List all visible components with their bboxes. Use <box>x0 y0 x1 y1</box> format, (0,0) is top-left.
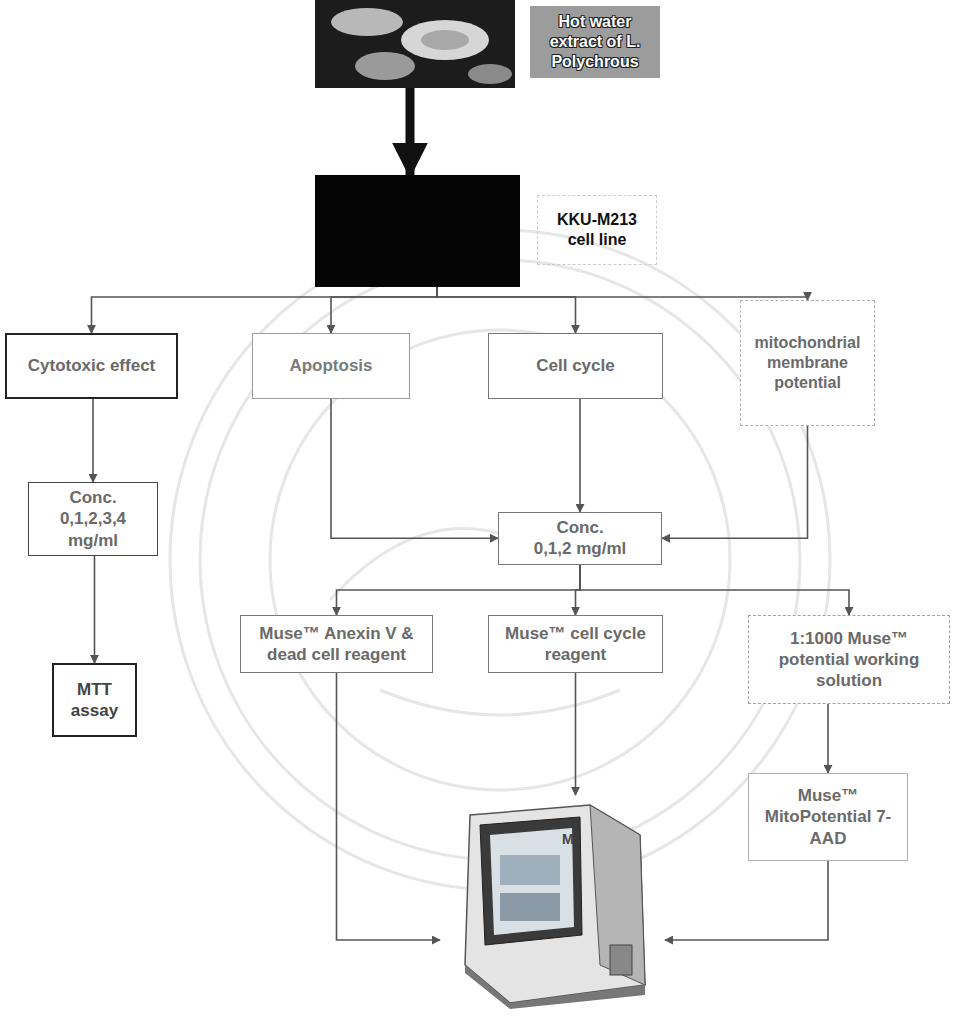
node-text: 1:1000 Muse™ potential working solution <box>756 628 942 692</box>
node-text: M <box>562 831 574 849</box>
node-text: 0,1,2 mg/ml <box>534 538 627 559</box>
process-box: mitochondrial membrane potential <box>740 300 875 426</box>
concentration-box: Conc.0,1,2,3,4 mg/ml <box>28 482 158 556</box>
flow-arrow <box>331 287 437 333</box>
node-text: Muse™ cell cycle reagent <box>496 623 655 666</box>
process-box: Cytotoxic effect <box>5 333 178 399</box>
flow-arrow <box>437 287 576 333</box>
node-text: Muse™ Anexin V & dead cell reagent <box>248 623 425 666</box>
node-text: Cytotoxic effect <box>28 355 156 376</box>
flow-arrow <box>662 426 808 538</box>
flow-arrow <box>92 399 94 482</box>
node-text: KKU-M213 cell line <box>537 195 657 265</box>
process-box: Cell cycle <box>488 333 663 399</box>
machine-node: M <box>440 795 665 1010</box>
flow-arrow <box>437 287 808 300</box>
flow-arrow <box>575 673 577 795</box>
flow-arrow <box>92 287 438 333</box>
node-text: Conc. <box>69 487 116 508</box>
muse-analyzer-illustration <box>440 795 665 1010</box>
node-text: Cell cycle <box>536 355 614 376</box>
reagent-box: Muse™ Anexin V & dead cell reagent <box>240 615 433 673</box>
node-text: Muse™ MitoPotential 7-AAD <box>756 785 900 849</box>
thick-arrow <box>406 88 415 175</box>
photo-node: Hot water extract of L. Polychrous <box>315 0 665 88</box>
flow-arrow <box>94 556 96 663</box>
reagent-box: Muse™ cell cycle reagent <box>488 615 663 673</box>
cell-image <box>315 175 520 287</box>
cells-node: KKU-M213 cell line <box>315 175 663 287</box>
node-text: mitochondrial membrane potential <box>748 333 867 393</box>
flow-arrow <box>337 565 581 616</box>
flow-arrow <box>665 861 828 940</box>
concentration-box: Conc.0,1,2 mg/ml <box>498 512 662 565</box>
mushroom-photo <box>315 0 515 88</box>
reagent-box: 1:1000 Muse™ potential working solution <box>748 615 950 704</box>
node-text: Conc. <box>556 517 603 538</box>
flow-arrow <box>337 673 441 940</box>
flow-arrow <box>580 565 849 616</box>
flow-arrow <box>579 399 581 512</box>
flow-arrow <box>331 399 498 538</box>
node-text: Apoptosis <box>289 355 372 376</box>
assay-box: MTT assay <box>52 663 137 737</box>
reagent-box: Muse™ MitoPotential 7-AAD <box>748 773 908 861</box>
process-box: Apoptosis <box>252 333 410 399</box>
node-text: MTT assay <box>61 679 128 722</box>
node-text: 0,1,2,3,4 mg/ml <box>36 508 150 551</box>
node-text: Hot water extract of L. Polychrous <box>530 6 660 78</box>
flow-arrow <box>827 704 829 773</box>
